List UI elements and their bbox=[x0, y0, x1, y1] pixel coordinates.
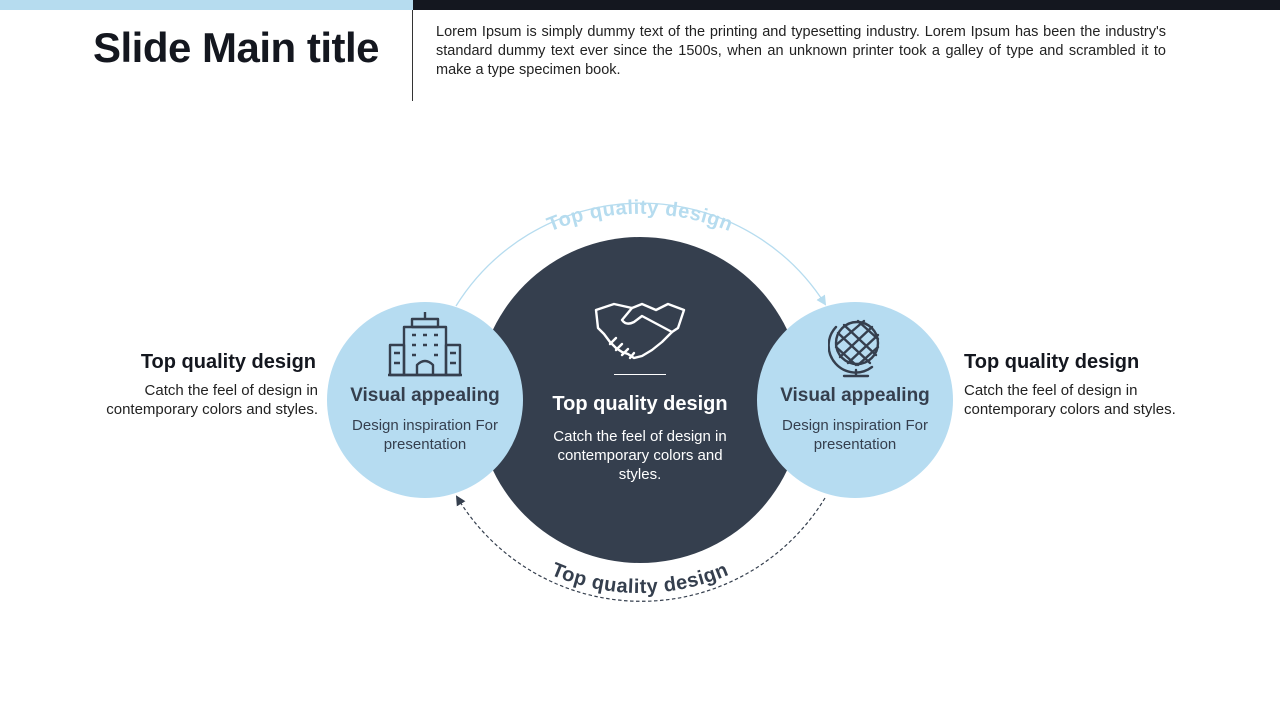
right-circle-heading: Visual appealing bbox=[780, 385, 930, 406]
left-circle-body: Design inspiration For presentation bbox=[352, 417, 498, 453]
building-icon bbox=[386, 311, 464, 377]
center-divider bbox=[614, 374, 666, 375]
top-arc bbox=[455, 202, 827, 307]
top-arc-label: Top quality design bbox=[544, 197, 736, 236]
globe-icon bbox=[828, 317, 884, 379]
right-side-heading: Top quality design bbox=[964, 351, 1140, 373]
title-divider bbox=[412, 10, 413, 101]
slide-title: Slide Main title bbox=[93, 24, 380, 71]
left-side-heading: Top quality design bbox=[140, 351, 316, 373]
center-heading: Top quality design bbox=[552, 393, 728, 415]
left-side-body: Catch the feel of design in contemporary… bbox=[106, 382, 318, 418]
intro-text: Lorem Ipsum is simply dummy text of the … bbox=[436, 24, 1166, 78]
top-accent-bar-light bbox=[0, 0, 413, 10]
center-circle bbox=[477, 237, 803, 563]
top-accent-bar-dark bbox=[413, 0, 1280, 10]
right-side-body: Catch the feel of design in contemporary… bbox=[964, 382, 1176, 418]
left-circle-heading: Visual appealing bbox=[350, 385, 500, 406]
center-body: Catch the feel of design in contemporary… bbox=[553, 428, 727, 483]
handshake-icon bbox=[592, 298, 688, 364]
right-circle-body: Design inspiration For presentation bbox=[782, 417, 928, 453]
